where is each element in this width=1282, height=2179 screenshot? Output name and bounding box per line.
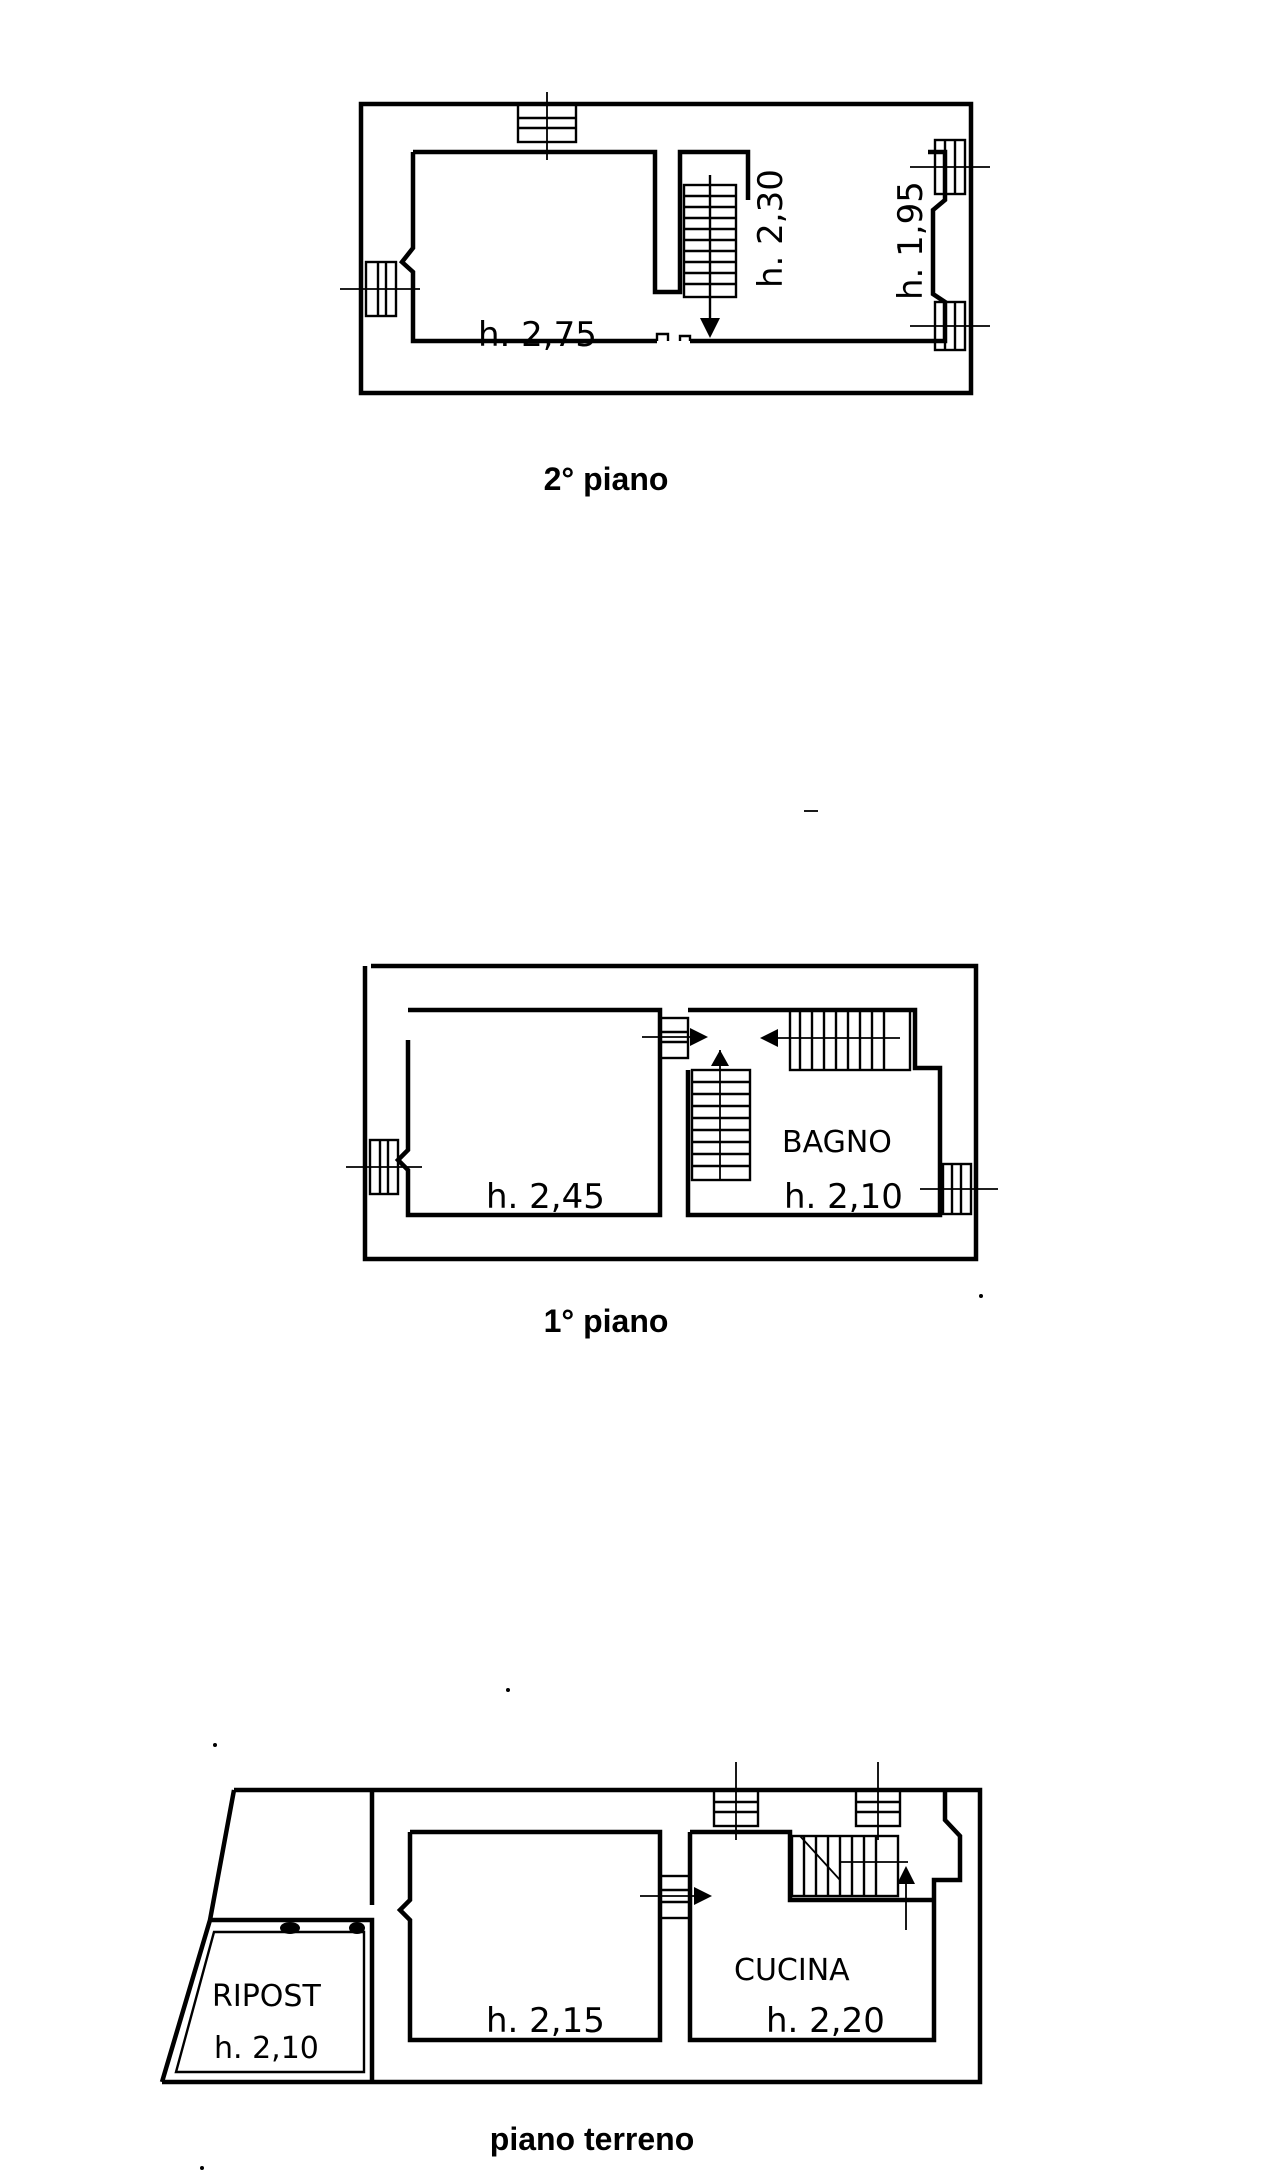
- storeroom-wall: [159, 1787, 375, 2083]
- floor-plan-second: h. 2,75 h. 2,30 h. 1,95 2° piano: [340, 92, 990, 497]
- floor-plan-ground: RIPOST h. 2,10 h. 2,15 CUCINA h. 2,20 pi…: [159, 1762, 983, 2157]
- window-right-top: [910, 138, 990, 196]
- height-label-right: h. 1,95: [891, 181, 931, 300]
- kitchen-room-wall: [687, 1790, 963, 2043]
- scan-speck: [213, 1743, 217, 1747]
- window-right: [920, 1162, 998, 1216]
- storeroom-inner-wall: [174, 1930, 366, 2074]
- staircase-upper: [760, 1008, 912, 1072]
- storeroom-mark: [349, 1922, 365, 1934]
- window-right-bottom: [910, 300, 990, 352]
- staircase-lower: [690, 1050, 752, 1182]
- staircase: [682, 175, 738, 338]
- bath-room-wall: [685, 1007, 943, 1218]
- window-top: [516, 92, 578, 160]
- window-left: [340, 260, 420, 318]
- height-label-main: h. 2,45: [486, 1177, 605, 1217]
- storeroom-mark: [280, 1922, 300, 1934]
- floor-caption-first: 1° piano: [544, 1303, 669, 1339]
- height-label-kitchen: h. 2,20: [766, 2001, 885, 2041]
- room-label-bath: BAGNO: [782, 1125, 892, 1160]
- height-label-storeroom: h. 2,10: [214, 2031, 319, 2066]
- door-main-bath: [642, 1016, 708, 1060]
- main-room-wall: [396, 1829, 663, 2043]
- room-label-storeroom: RIPOST: [212, 1979, 321, 2014]
- height-label-main: h. 2,75: [478, 315, 597, 355]
- scan-speck: [506, 1688, 510, 1692]
- height-label-bath: h. 2,10: [784, 1177, 903, 1217]
- window-top-left: [712, 1762, 760, 1840]
- floor-plan-first: h. 2,45 BAGNO h. 2,10 1° piano: [346, 963, 998, 1339]
- scan-speck: [979, 1294, 983, 1298]
- outer-wall: [162, 1787, 983, 2085]
- outer-wall: [358, 101, 974, 396]
- door-main-kitchen: [640, 1874, 712, 1920]
- door-notch: [655, 332, 692, 341]
- staircase: [790, 1834, 915, 1930]
- height-label-main: h. 2,15: [486, 2001, 605, 2041]
- scan-speck: [200, 2166, 204, 2170]
- floor-caption-second: 2° piano: [544, 461, 669, 497]
- floor-caption-ground: piano terreno: [490, 2121, 694, 2157]
- outer-wall: [362, 963, 979, 1262]
- height-label-stair: h. 2,30: [751, 169, 791, 288]
- room-label-kitchen: CUCINA: [734, 1953, 850, 1988]
- window-left: [346, 1138, 422, 1196]
- main-room-wall: [398, 149, 948, 344]
- window-top-right: [854, 1762, 902, 1840]
